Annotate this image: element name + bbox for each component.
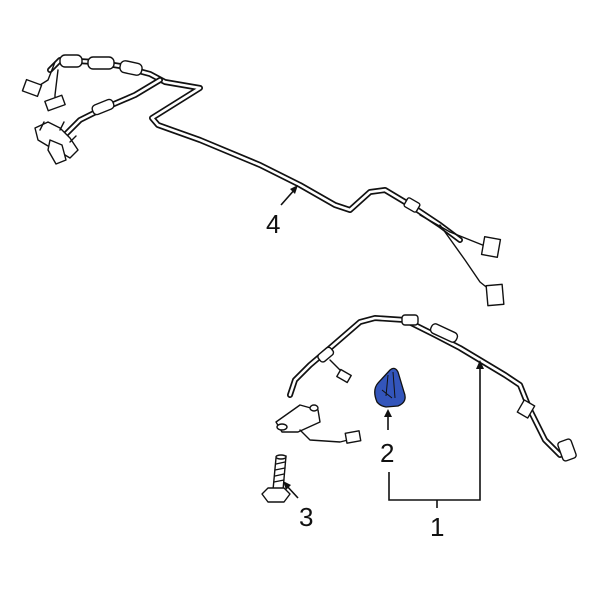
callout-2[interactable]: 2 <box>380 438 395 468</box>
arrowhead-2 <box>384 409 392 417</box>
arrowhead-3 <box>283 481 291 490</box>
clip-part[interactable] <box>374 367 406 408</box>
lower-sensor-harness[interactable] <box>275 314 577 462</box>
bolt-part[interactable] <box>261 454 291 503</box>
arrowhead-1 <box>476 360 484 369</box>
callout-1[interactable]: 1 <box>430 512 445 542</box>
callout-3[interactable]: 3 <box>299 502 314 532</box>
arrowhead-4 <box>290 185 298 194</box>
leader-bracket-1 <box>388 365 481 501</box>
callout-4[interactable]: 4 <box>266 209 281 239</box>
upper-wire-harness[interactable] <box>21 54 505 307</box>
